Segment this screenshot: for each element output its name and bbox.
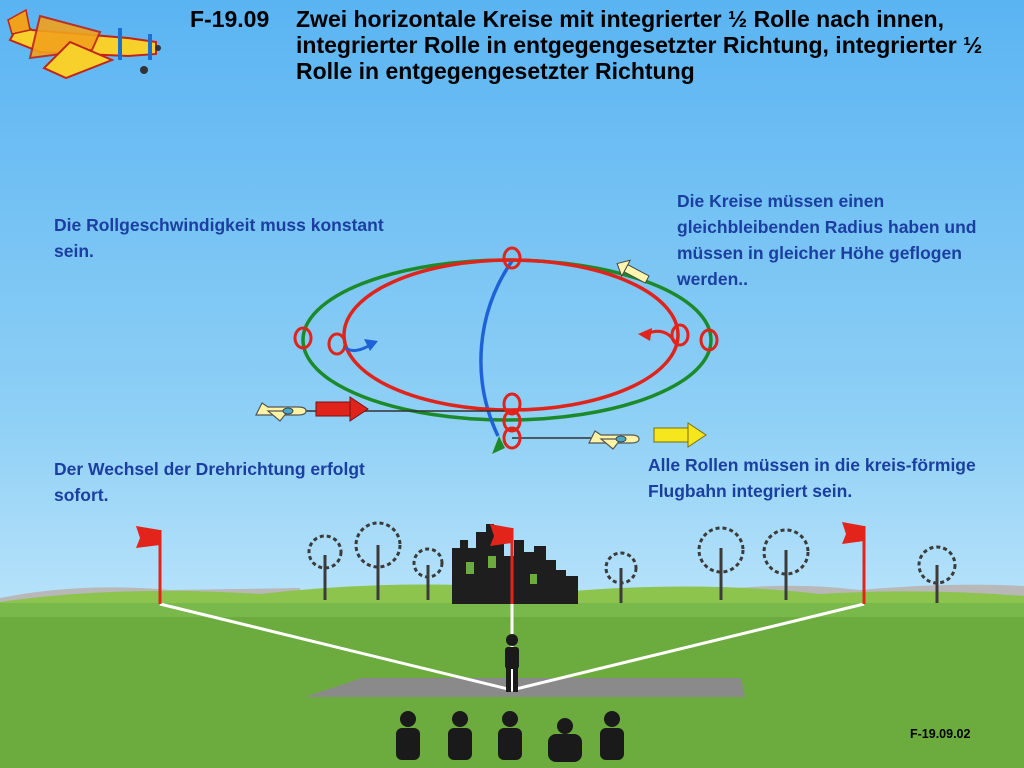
aerobatic-plane-icon [255,402,307,422]
corner-flag-icon [136,526,162,604]
page-title: Zwei horizontale Kreise mit integrierter… [296,6,983,84]
castle-silhouette [452,524,578,604]
castle-window [466,562,474,574]
pilot-silhouette [505,634,519,692]
flight-circle-red [342,258,680,412]
castle-window [488,556,496,568]
aerobatic-plane-icon [588,430,640,450]
roll-marker [293,246,719,450]
note-circle-radius: Die Kreise müssen einen gleichbleibenden… [677,191,977,289]
aerobatic-plane-icon [7,8,161,80]
exit-arrow-icon [653,422,707,448]
tree-silhouette [307,521,957,603]
note-roll-integration: Alle Rollen müssen in die kreis-förmige … [648,455,976,501]
note-roll-speed: Die Rollgeschwindigkeit muss konstant se… [54,215,384,261]
entry-arrow-icon [315,396,369,422]
corner-flag-icon [842,522,866,604]
direction-arrow-icon [616,259,650,284]
note-direction-change: Der Wechsel der Drehrichtung erfolgt sof… [54,459,365,505]
roll-direction-arrow [492,436,505,454]
flight-circle-blue [479,260,514,437]
judge-silhouette [396,711,624,762]
figure-code-footer: F-19.09.02 [910,727,971,741]
corner-flag-icon [490,524,514,604]
roll-direction-arrow [638,328,652,341]
castle-window [530,574,537,584]
figure-code-heading: F-19.09 [190,6,270,32]
roll-direction-arrow [364,339,378,351]
